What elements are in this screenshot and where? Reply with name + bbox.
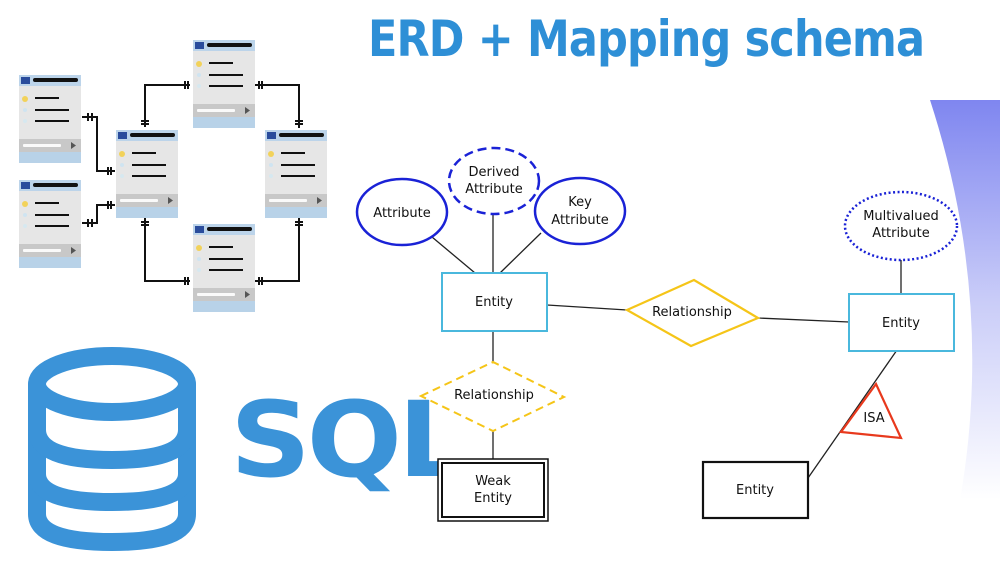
- multivalued-attribute-ellipse: [843, 190, 959, 262]
- relationship-weak-diamond: [418, 360, 567, 433]
- connector-key-entity: [499, 232, 542, 274]
- entity-main-label: Entity: [475, 295, 513, 310]
- entity-main-box: [441, 272, 548, 332]
- relationship-main-diamond: [624, 278, 761, 348]
- connector-relationship-entity: [757, 317, 850, 323]
- multivalued-attribute-label-2: Attribute: [872, 226, 929, 241]
- weak-entity-label-1: Weak: [475, 474, 511, 489]
- derived-attribute-ellipse: [447, 146, 541, 216]
- entity-sub-box: [701, 460, 810, 520]
- isa-label: ISA: [863, 411, 884, 426]
- key-attribute-label-1: Key: [568, 195, 592, 210]
- key-attribute-ellipse: [533, 176, 627, 246]
- multivalued-attribute-label-1: Multivalued: [863, 209, 939, 224]
- decorative-gradient-shape: [930, 100, 1000, 500]
- entity-right-box: [848, 293, 955, 352]
- database-icon: [28, 347, 196, 552]
- connector-attribute-entity: [431, 236, 476, 274]
- key-attribute-label-2: Attribute: [551, 213, 608, 228]
- schema-illustration: [19, 40, 327, 312]
- derived-attribute-label-2: Attribute: [465, 182, 522, 197]
- entity-right-label: Entity: [882, 316, 920, 331]
- page-title: ERD + Mapping schema: [368, 10, 925, 68]
- entity-sub-label: Entity: [736, 483, 774, 498]
- weak-entity-label-2: Entity: [474, 491, 512, 506]
- attribute-label: Attribute: [373, 206, 430, 221]
- connector-entity-relationship: [546, 304, 628, 311]
- derived-attribute-label-1: Derived: [469, 165, 520, 180]
- sql-logo-text: SQL: [230, 379, 469, 501]
- attribute-ellipse: [355, 177, 449, 247]
- relationship-main-label: Relationship: [652, 305, 732, 320]
- weak-entity-inner-box: [441, 462, 545, 518]
- isa-triangle: [838, 381, 903, 440]
- relationship-weak-label: Relationship: [454, 388, 534, 403]
- connector-isa: [807, 349, 898, 479]
